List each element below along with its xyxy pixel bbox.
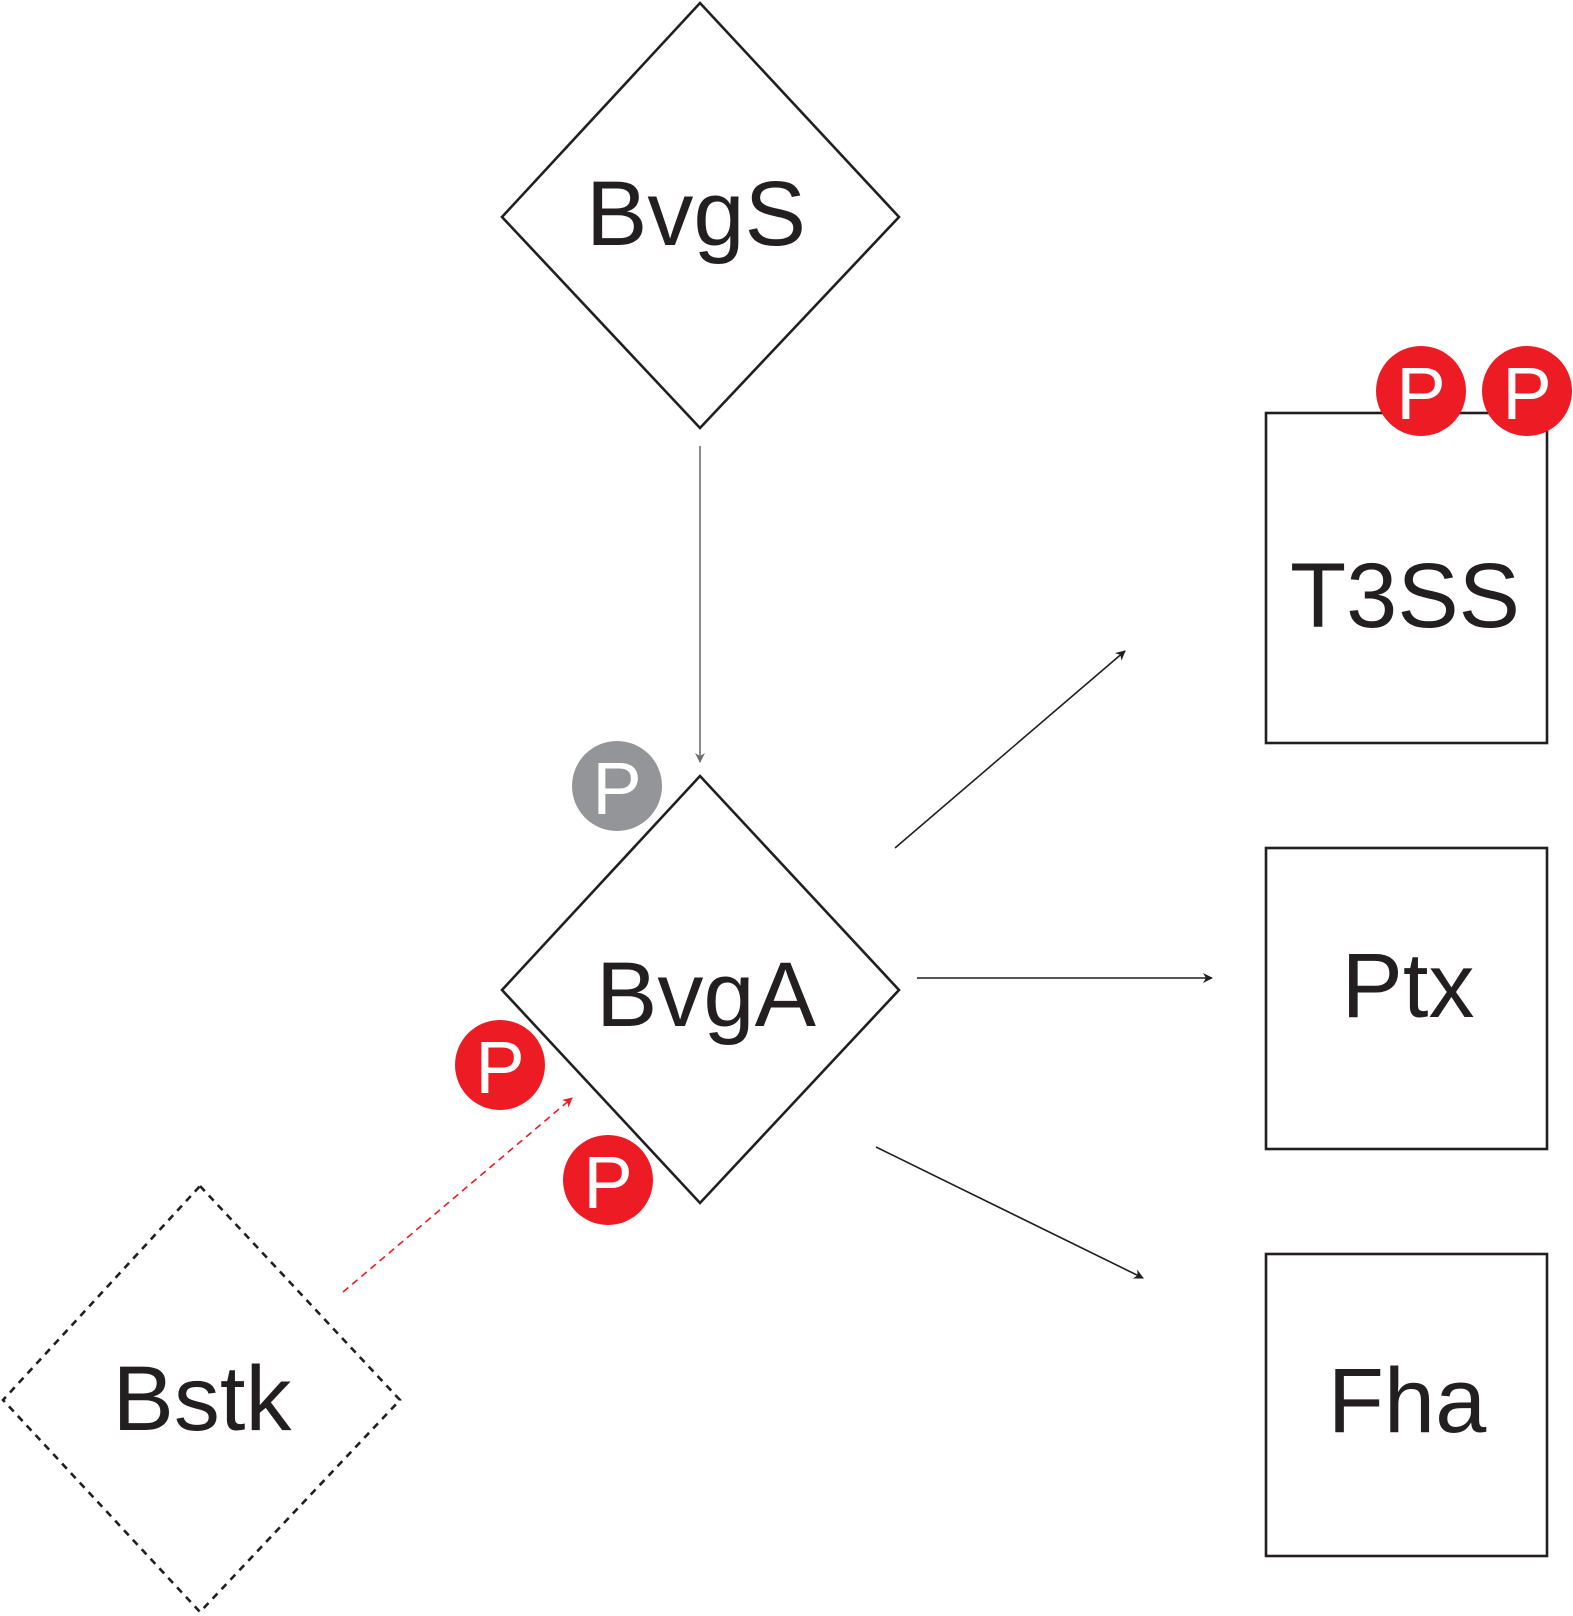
bvga-diamond — [500, 774, 901, 1205]
phospho-circle — [455, 1020, 545, 1110]
phospho-label: P — [583, 1141, 632, 1224]
fha-label: Fha — [1328, 1350, 1487, 1452]
t3ss-label: T3SS — [1290, 545, 1520, 647]
bstk-diamond-dashed — [1, 1184, 402, 1614]
phospho-circle — [563, 1135, 653, 1225]
phospho-circle — [1482, 346, 1572, 436]
phospho-badge-t3ss-1: P — [1376, 346, 1466, 436]
edge-bvga-to-t3ss — [894, 650, 1126, 849]
phospho-label: P — [475, 1026, 524, 1109]
ptx-label: Ptx — [1342, 935, 1475, 1037]
phospho-badge-bvga-bottom: P — [563, 1135, 653, 1225]
phospho-badge-bvga-left: P — [455, 1020, 545, 1110]
node-fha: Fha — [1264, 1252, 1549, 1558]
phospho-label: P — [1502, 352, 1551, 435]
phospho-circle — [572, 741, 662, 831]
node-ptx: Ptx — [1264, 846, 1549, 1151]
node-bvga: BvgA — [500, 774, 901, 1205]
bvgs-diamond — [500, 1, 901, 430]
phospho-badge-bvga-gray: P — [572, 741, 662, 831]
node-t3ss: T3SS — [1264, 411, 1549, 745]
bvga-label: BvgA — [596, 944, 817, 1046]
phospho-label: P — [592, 747, 641, 830]
bstk-label: Bstk — [113, 1348, 293, 1450]
phospho-circle — [1376, 346, 1466, 436]
phospho-badge-t3ss-2: P — [1482, 346, 1572, 436]
bvgs-label: BvgS — [586, 163, 806, 265]
ptx-box — [1264, 846, 1549, 1151]
edge-bstk-to-bvga-dashed — [342, 1097, 573, 1293]
edge-bvga-to-fha — [875, 1146, 1144, 1279]
phospho-label: P — [1396, 352, 1445, 435]
node-bvgs: BvgS — [500, 1, 901, 430]
node-bstk: Bstk — [1, 1184, 402, 1614]
fha-box — [1264, 1252, 1549, 1558]
